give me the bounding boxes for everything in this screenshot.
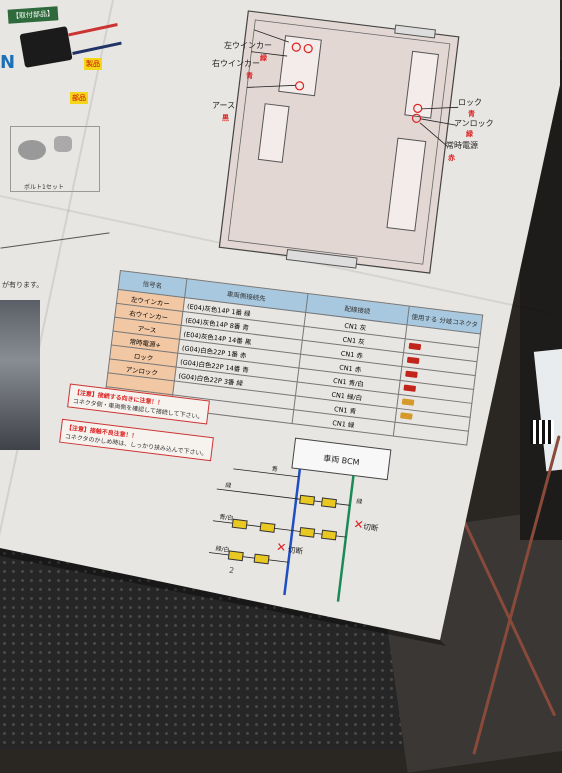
label-constant-power: 常時電源 bbox=[446, 141, 478, 150]
splice-connector bbox=[227, 550, 244, 562]
cut-label-1: 切断 bbox=[363, 521, 380, 533]
yellow-connector-icon bbox=[400, 411, 413, 420]
nut-image bbox=[54, 136, 72, 152]
bcm-diagram: 左ウインカー 緑 右ウインカー 青 アース 黒 ロック 青 アンロック 緑 常時… bbox=[208, 10, 494, 602]
blue-trunk bbox=[283, 468, 302, 596]
splice-connector bbox=[259, 522, 276, 533]
red-connector-icon bbox=[408, 342, 422, 350]
connector-right bbox=[386, 137, 427, 232]
cut-label-2: 切断 bbox=[287, 544, 304, 556]
label-right-winker: 右ウインカー bbox=[212, 58, 260, 68]
splice-connector bbox=[321, 529, 338, 541]
wire-label-green-trunk: 緑 bbox=[356, 497, 363, 506]
label-unlock: アンロック bbox=[454, 119, 494, 128]
label-right-winker-color: 青 bbox=[246, 71, 253, 80]
red-connector-icon bbox=[403, 383, 417, 392]
label-unlock-color: 緑 bbox=[466, 129, 474, 138]
bolt-image bbox=[18, 140, 46, 160]
parts-tag: 部品 bbox=[70, 92, 88, 104]
splice-connector bbox=[253, 553, 270, 565]
cut-mark: ✕ bbox=[275, 540, 287, 555]
left-page-bottom-text: が有ります。 bbox=[2, 281, 44, 289]
connector-g04 bbox=[404, 50, 440, 119]
label-left-winker-color: 緑 bbox=[260, 53, 268, 62]
connector-left bbox=[257, 103, 290, 163]
bcm-inner-outline bbox=[227, 19, 451, 265]
green-trunk bbox=[336, 475, 355, 602]
bolt-label: ボルト1セット bbox=[24, 184, 64, 191]
pin-marker bbox=[303, 43, 313, 54]
yellow-connector-icon bbox=[401, 397, 415, 406]
label-earth: アース bbox=[212, 101, 235, 110]
label-constant-power-color: 赤 bbox=[448, 153, 455, 162]
label-lock: ロック bbox=[458, 98, 482, 107]
wire-label-blue-white: 青/白 bbox=[219, 513, 234, 523]
splice-connector bbox=[299, 526, 316, 538]
wire-label-green: 緑 bbox=[225, 481, 232, 490]
cut-mark: ✕ bbox=[353, 517, 365, 532]
wiring-diagram: 車両 BCM ✕ 切断 ✕ 切断 青 緑 緑 青/白 緑/白 bbox=[208, 437, 392, 602]
bcm-box bbox=[291, 437, 392, 481]
bottom-tab bbox=[285, 249, 358, 269]
product-tag: 製品 bbox=[84, 58, 102, 70]
label-earth-color: 黒 bbox=[222, 113, 229, 122]
vehicle-photo bbox=[0, 300, 40, 450]
red-connector-icon bbox=[405, 370, 418, 378]
top-tab bbox=[394, 24, 436, 39]
left-page-blue-text: N bbox=[0, 52, 16, 73]
left-page: 【取付部品】 N 製品 部品 ボルト1セット が有ります。 bbox=[0, 0, 125, 550]
splice-connector bbox=[320, 497, 337, 509]
page-number: 2 bbox=[228, 565, 235, 576]
qr-code bbox=[530, 420, 554, 444]
label-lock-color: 青 bbox=[468, 109, 475, 118]
pin-marker bbox=[291, 42, 301, 52]
red-connector-icon bbox=[406, 356, 420, 364]
bolt-box bbox=[10, 126, 100, 192]
wire-label-green-white: 緑/白 bbox=[215, 544, 230, 554]
connector-e04 bbox=[278, 35, 322, 97]
bcm-box-label: 車両 BCM bbox=[323, 453, 360, 467]
label-left-winker: 左ウインカー bbox=[224, 40, 272, 50]
wire-label-blue: 青 bbox=[271, 465, 278, 474]
splice-connector bbox=[231, 518, 248, 530]
splice-connector bbox=[299, 494, 316, 506]
